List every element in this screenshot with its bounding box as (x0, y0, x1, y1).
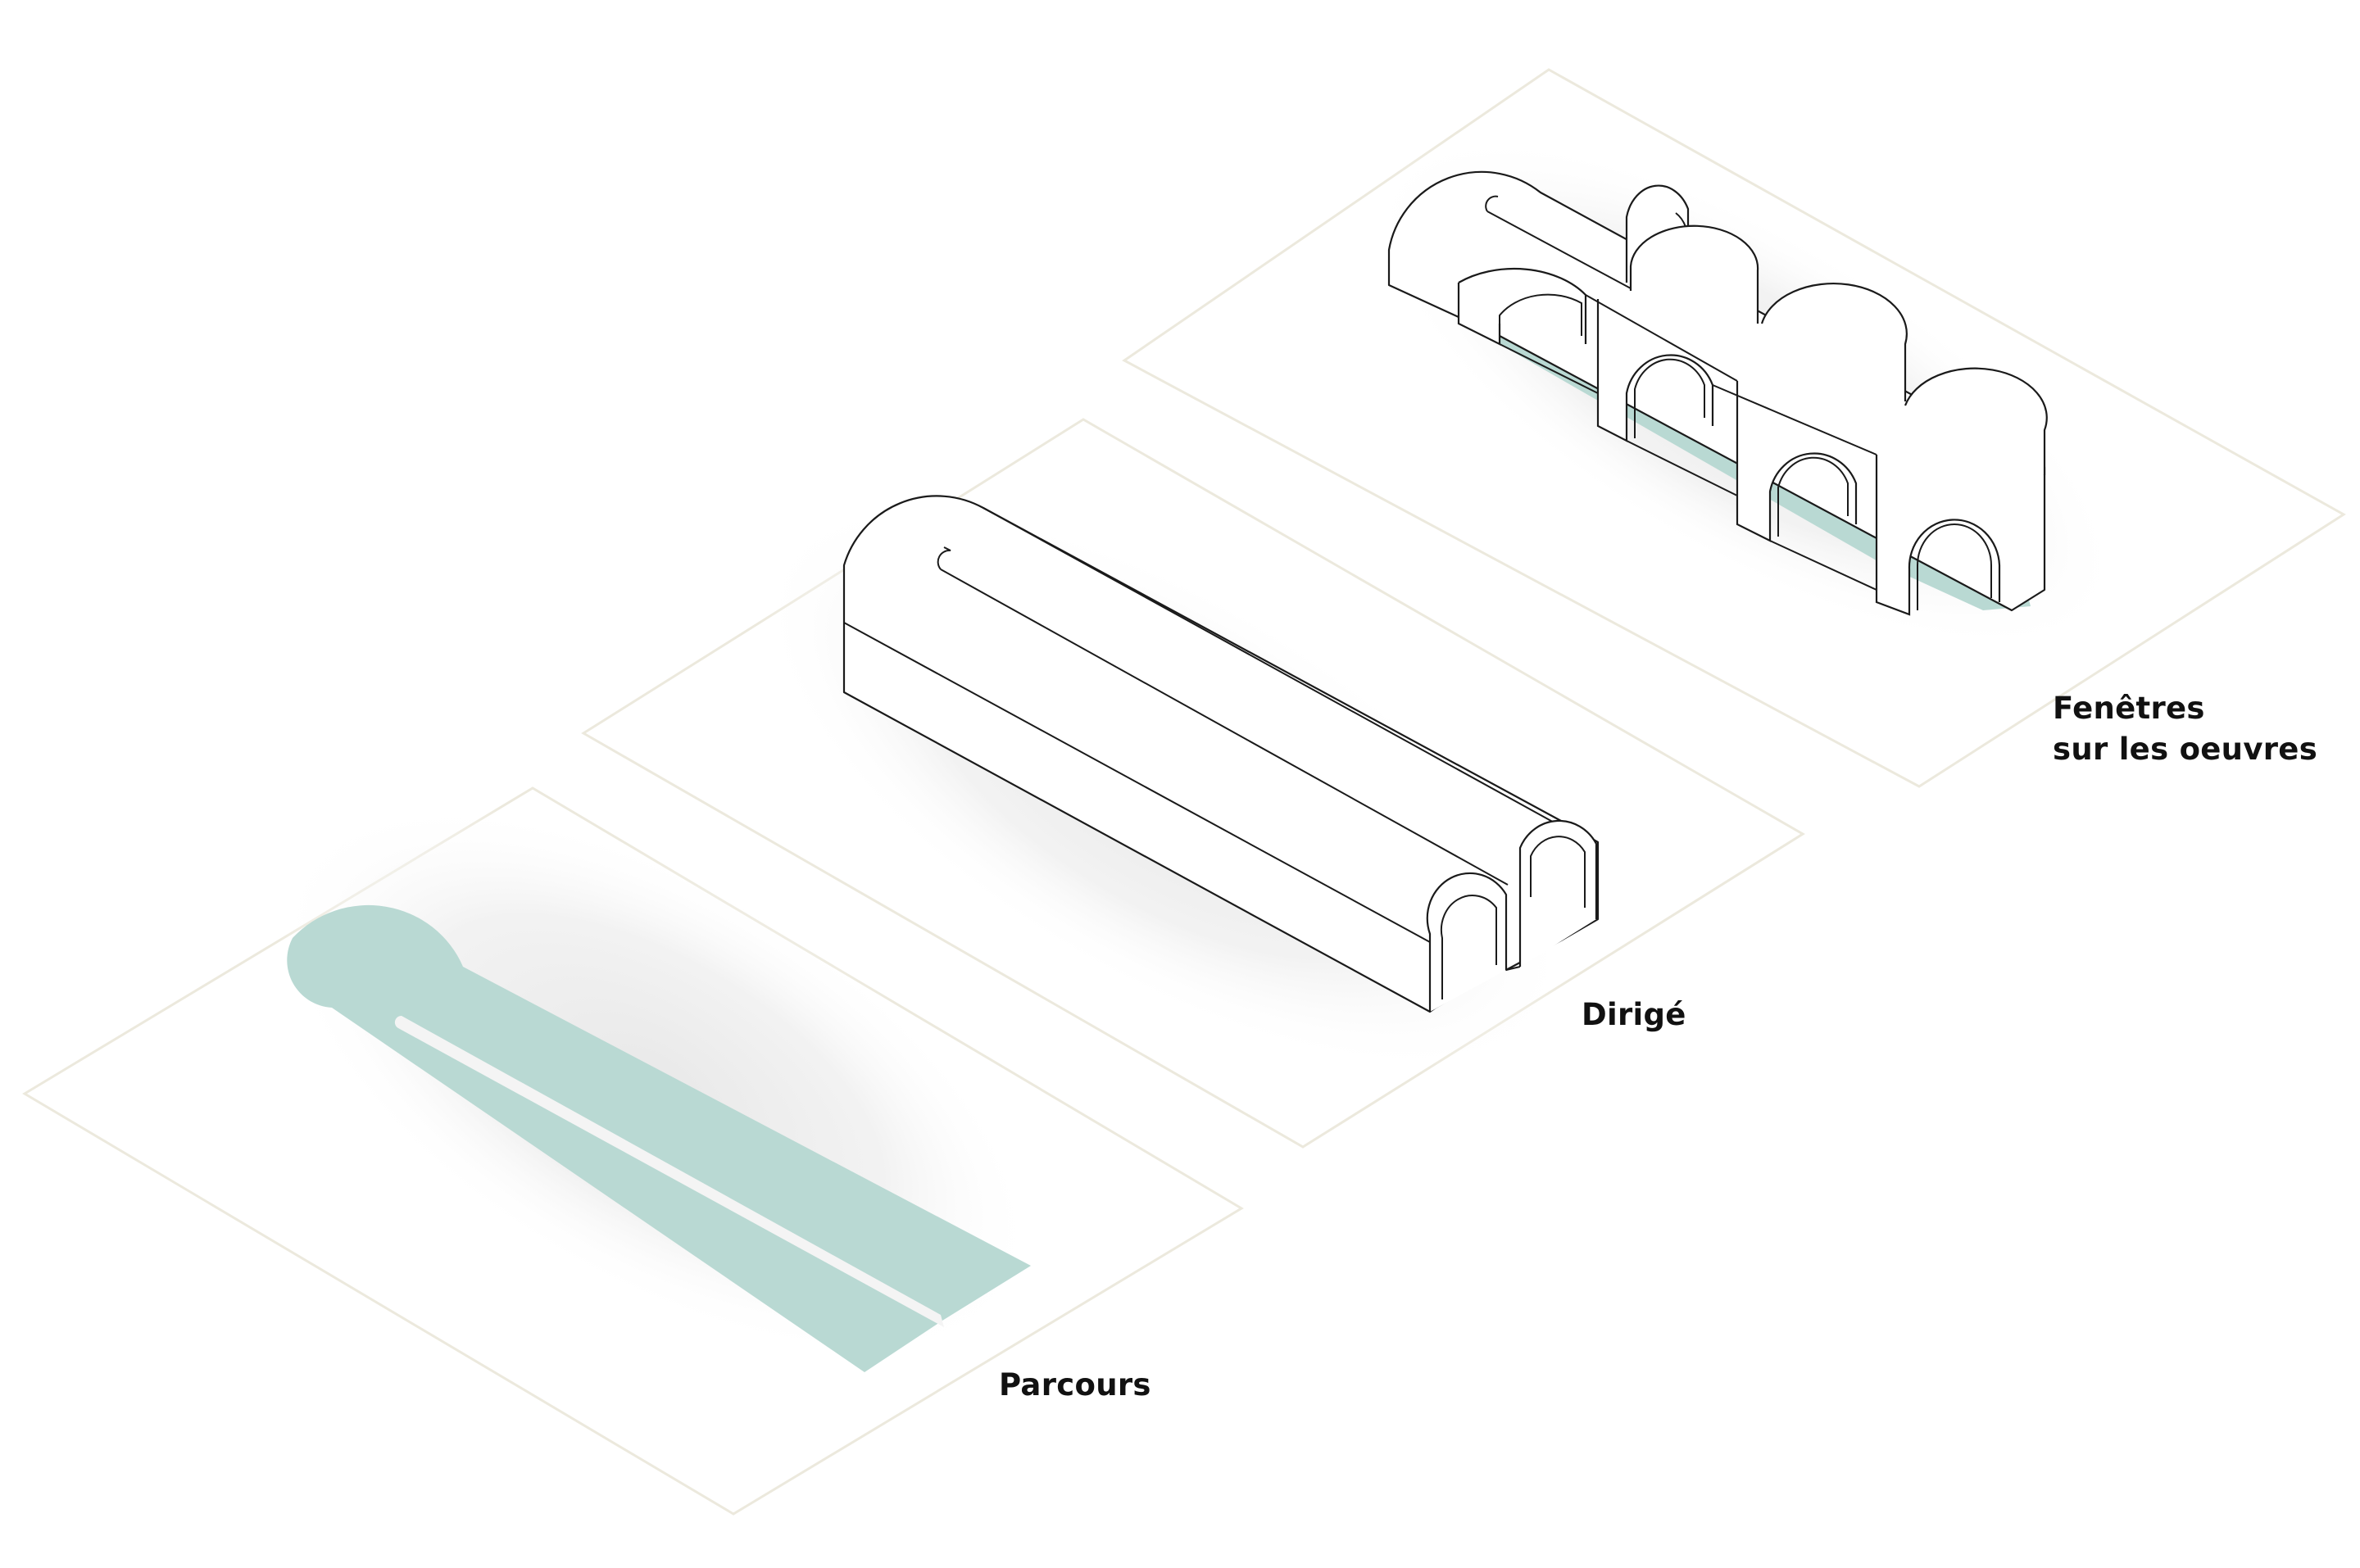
fenetres-front-arch-4-inner (1917, 523, 1992, 610)
dirige-roof-slot (937, 546, 1509, 886)
fenetres-spine-1 (1585, 294, 1738, 382)
label-dirige: Dirigé (1582, 995, 1686, 1036)
label-fenetres-line2: sur les oeuvres (2053, 732, 2318, 767)
dirige-ridge (983, 507, 1591, 843)
dirige-divider (1505, 966, 1521, 971)
dirige-side-edge (843, 622, 1431, 943)
fenetres-front-arch-4 (1875, 455, 2001, 616)
fenetres-back-arch-2 (1629, 224, 1759, 324)
label-parcours-text: Parcours (999, 1367, 1151, 1403)
fenetres-front-arch-3-inner (1777, 456, 1849, 537)
fenetres-roof-slot (1485, 195, 1632, 289)
dirige-arch-right (1518, 819, 1598, 967)
fenetres-back-arch-3 (1760, 282, 1908, 401)
fenetres-spine-4 (1626, 440, 1738, 496)
dirige-arch-left (1426, 872, 1508, 1012)
label-fenetres: Fenêtres sur les oeuvres (2053, 688, 2317, 770)
dirige-arch-left-inner (1440, 895, 1497, 999)
plate-parcours (22, 786, 1244, 1516)
fenetres-front-arch-3 (1736, 381, 1858, 542)
plate-fenetres (1122, 68, 2346, 788)
parcours-path-slot (394, 1015, 944, 1327)
fenetres-spine-3 (1499, 343, 1599, 394)
fenetres-front-arch-2-inner (1634, 358, 1705, 438)
label-parcours: Parcours (999, 1365, 1151, 1406)
fenetres-front-arch-2 (1596, 299, 1714, 442)
fenetres-back-arches (1625, 184, 2048, 475)
fenetres-front-arch-1 (1457, 267, 1587, 346)
fenetres-back-arch-4 (1904, 367, 2048, 475)
fenetres-front-arch-1-inner (1499, 293, 1582, 336)
fenetres-front-arches (1457, 267, 2001, 616)
label-dirige-text: Dirigé (1582, 997, 1686, 1032)
parcours-path-shape (287, 904, 1031, 1372)
dirige-arch-right-inner (1530, 836, 1586, 908)
fenetres-spine-5 (1769, 540, 1877, 591)
label-fenetres-line1: Fenêtres (2053, 691, 2205, 726)
plate-dirige (581, 418, 1805, 1149)
fenetres-spine-2 (1712, 384, 1877, 455)
